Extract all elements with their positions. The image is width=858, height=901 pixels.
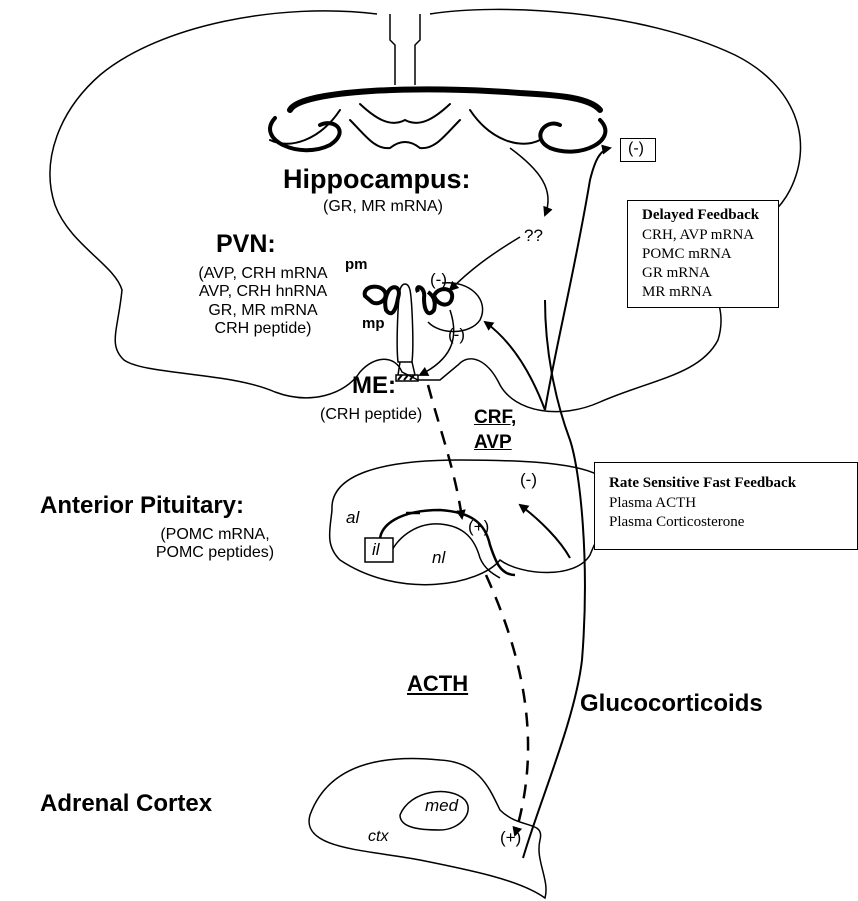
adrenal-title: Adrenal Cortex (40, 790, 212, 818)
delayed-feedback-item: CRH, AVP mRNA (642, 227, 754, 244)
nl-label: nl (432, 548, 445, 568)
pvn-line: (AVP, CRH mRNA (198, 265, 328, 283)
me-subtitle: (CRH peptide) (320, 406, 422, 424)
delayed-feedback-item: MR mRNA (642, 284, 712, 301)
glucocorticoid-line (523, 300, 585, 858)
feedback-to-hippocampus (545, 148, 610, 410)
pituitary-positive-marker: (+) (468, 517, 489, 537)
fast-feedback-item: Plasma ACTH (609, 495, 696, 512)
hippocampus-negative-marker: (-) (628, 140, 644, 158)
me-title: ME: (352, 372, 396, 400)
feedback-to-pvn (485, 322, 545, 410)
pituitary-title: Anterior Pituitary: (40, 492, 244, 520)
al-label: al (346, 508, 359, 528)
hippocampus-shape (270, 89, 605, 151)
avp-label: AVP (474, 432, 512, 454)
fast-feedback-box: Rate Sensitive Fast Feedback Plasma ACTH… (594, 462, 858, 550)
crf-label: CRF, (474, 407, 516, 429)
pvn-right-shape (417, 287, 452, 313)
ctx-label: ctx (368, 828, 388, 846)
delayed-feedback-item: GR mRNA (642, 265, 710, 282)
hippo-to-unknown-arrow (510, 148, 548, 215)
pituitary-line: (POMC mRNA, (150, 526, 280, 544)
crf-arrow (428, 385, 462, 518)
fast-feedback-title: Rate Sensitive Fast Feedback (609, 475, 796, 492)
pvn-negative-marker-2: (-) (448, 325, 465, 345)
il-label: il (372, 540, 380, 560)
unknown-to-pvn-arrow (450, 237, 520, 290)
fast-feedback-item: Plasma Corticosterone (609, 514, 744, 531)
delayed-feedback-box: Delayed Feedback CRH, AVP mRNA POMC mRNA… (627, 200, 779, 308)
unknown-pathway-marker: ?? (524, 226, 543, 246)
pm-label: pm (345, 256, 368, 273)
feedback-to-pituitary (520, 505, 570, 558)
pituitary-line: POMC peptides) (150, 544, 280, 562)
pituitary-negative-marker: (-) (520, 470, 537, 490)
pvn-line: AVP, CRH hnRNA (198, 283, 328, 301)
delayed-feedback-item: POMC mRNA (642, 246, 732, 263)
mp-label: mp (362, 315, 385, 332)
hippocampus-negative-box: (-) (620, 138, 656, 162)
adrenal-positive-marker: (+) (500, 828, 521, 848)
delayed-feedback-title: Delayed Feedback (642, 207, 759, 224)
pituitary-details: (POMC mRNA, POMC peptides) (150, 526, 280, 563)
pvn-details: (AVP, CRH mRNA AVP, CRH hnRNA GR, MR mRN… (198, 265, 328, 339)
glucocorticoids-label: Glucocorticoids (580, 690, 763, 718)
acth-label: ACTH (407, 671, 468, 696)
pvn-title: PVN: (216, 230, 276, 259)
hippocampus-title: Hippocampus: (283, 164, 471, 195)
pvn-line: GR, MR mRNA (198, 302, 328, 320)
midline-fissure (390, 14, 420, 85)
pvn-left-shape (365, 287, 399, 314)
pvn-negative-marker: (-) (430, 270, 447, 290)
pvn-line: CRH peptide) (198, 320, 328, 338)
hippocampus-subtitle: (GR, MR mRNA) (323, 198, 443, 216)
med-label: med (425, 796, 458, 816)
